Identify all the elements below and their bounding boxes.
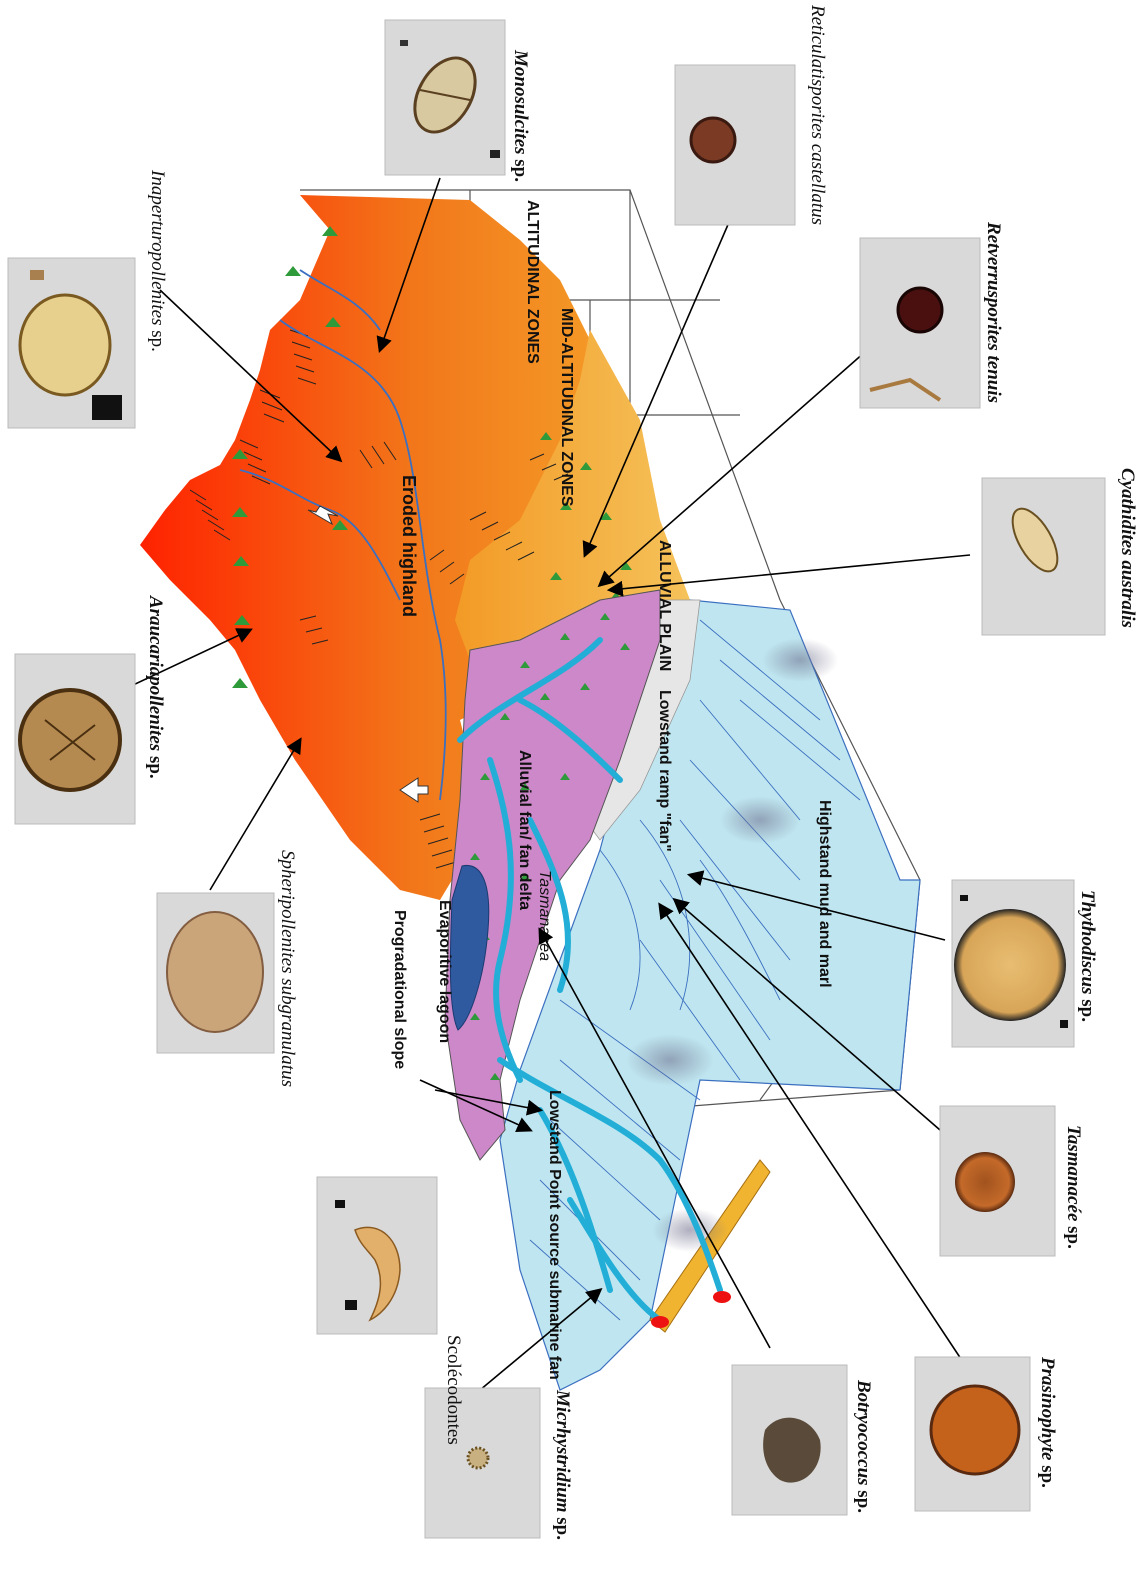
caption-spheripollenites: Spheripollenites subgranulatus [277,850,298,1087]
micrograph-spheripollenites [157,893,274,1053]
micrograph-botryococcus [732,1365,847,1515]
caption-araucariapollenites: Araucariapollenites sp. [145,595,166,779]
feature-label-evaporitive-lagoon: Evaporitive lagoon [436,900,453,1043]
caption-micrhystridium: Micrhystridium sp. [552,1389,573,1540]
micrograph-tasmanacee [940,1106,1055,1256]
caption-cyathidites: Cyathidites australis [1117,468,1138,628]
feature-label-lowstand-point: Lowstand Point source submarine fan [546,1090,563,1380]
micrograph-araucariapollenites [15,654,135,824]
zone-label-altitudinal: ALTITUDINAL ZONES [524,200,541,364]
micrograph-thythodiscus [952,880,1074,1047]
caption-inaperturopollenites: Inaperturopollenites sp. [147,169,168,352]
caption-tasmanacee: Tasmanacée sp. [1063,1125,1084,1249]
micrograph-prasinophyte [915,1357,1030,1511]
feature-label-alluvial-fan: Alluvial fan/ fan delta [516,750,533,910]
caption-botryococcus: Botryococcus sp. [853,1379,874,1513]
caption-reticulatisporites: Reticulatisporites castellatus [807,4,828,225]
feature-label-progradational-slope: Progradational slope [391,910,408,1069]
caption-monosulcites: Monosulcites sp. [510,49,531,182]
caption-prasinophyte: Prasinophyte sp. [1037,1356,1058,1488]
zone-label-alluvial-plain: ALLUVIAL PLAIN [656,540,673,671]
micrograph-micrhystridium [425,1388,540,1538]
zone-label-mid-altitudinal: MID-ALTITUDINAL ZONES [558,308,575,507]
micrograph-inaperturopollenites [8,258,135,428]
caption-retverrusporites: Retverrusporites tenuis [983,221,1004,403]
micrograph-scolecodontes [317,1177,437,1334]
feature-label-lowstand-ramp: Lowstand ramp "fan" [656,690,673,852]
micrograph-reticulatisporites [675,65,795,225]
feature-label-eroded-highland: Eroded highland [399,475,419,617]
feature-label-highstand: Highstand mud and marl [816,800,833,988]
micrograph-cyathidites [982,478,1105,635]
micrograph-monosulcites [385,20,505,175]
caption-thythodiscus: Thythodiscus sp. [1077,890,1098,1022]
micrograph-retverrusporites [860,238,980,408]
caption-scolecodontes: Scolécodontes [443,1335,464,1445]
